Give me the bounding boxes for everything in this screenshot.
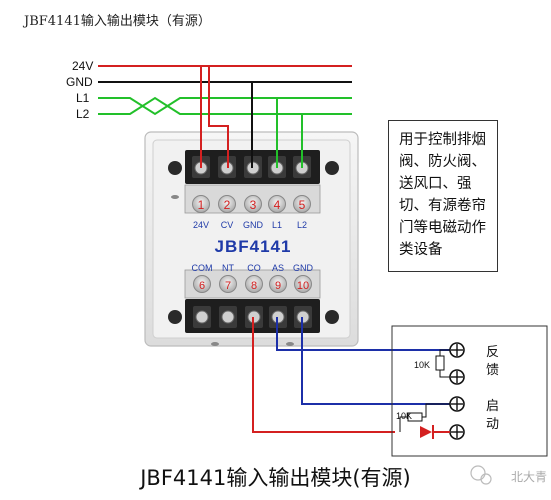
top-terminal-label: 24V (193, 220, 209, 230)
start-label: 启动 (486, 399, 499, 432)
wire-label-l2: L2 (76, 107, 90, 121)
top-terminal-label: L2 (297, 220, 307, 230)
top-terminal-number: 4 (274, 198, 281, 212)
resistor2-label: 10K (396, 411, 412, 421)
diode-icon (420, 425, 450, 439)
field-device-box: 10K 10K 反馈 启动 (391, 325, 548, 457)
watermark-logo-icon (470, 465, 492, 485)
bus-wires (98, 65, 352, 116)
bottom-terminal-number: 6 (199, 280, 205, 292)
module-model: JBF4141 (215, 237, 292, 256)
bottom-terminal-label: COM (192, 263, 213, 273)
bottom-terminal-number: 7 (225, 280, 231, 292)
bottom-terminal-label: GND (293, 263, 314, 273)
bottom-screws: COM 6 NT 7 CO 8 AS 9 GND 10 (192, 263, 314, 328)
bottom-terminal-7: NT 7 (219, 263, 237, 328)
output-wiring (252, 317, 455, 433)
top-terminal-number: 2 (224, 198, 231, 212)
bottom-terminal-number: 9 (275, 280, 281, 292)
drop-wires (200, 66, 303, 168)
top-title: JBF4141输入输出模块（有源） (24, 14, 211, 29)
top-terminal-label: GND (243, 220, 264, 230)
top-terminal-number: 5 (299, 198, 306, 212)
watermark-text: 北大青 (510, 470, 547, 484)
note-box: 用于控制排烟阀、防火阀、送风口、强切、有源卷帘门等电磁动作类设备 (388, 120, 498, 272)
wire-label-l1: L1 (76, 91, 90, 105)
resistor1-label: 10K (414, 360, 430, 370)
bottom-terminal-6: COM 6 (192, 263, 213, 328)
bottom-terminal-label: CO (247, 263, 261, 273)
bottom-terminal-label: AS (272, 263, 284, 273)
bottom-terminal-10: GND 10 (293, 263, 314, 328)
bottom-terminal-number: 10 (297, 280, 309, 292)
top-terminal-number: 1 (198, 198, 205, 212)
wire-label-24v: 24V (72, 59, 93, 73)
bottom-terminal-number: 8 (251, 280, 257, 292)
feedback-label: 反馈 (486, 345, 499, 378)
top-terminal-number: 3 (250, 198, 257, 212)
bottom-terminal-label: NT (222, 263, 234, 273)
wire-label-gnd: GND (66, 75, 93, 89)
bottom-caption: JBF4141输入输出模块(有源) (140, 466, 411, 490)
top-terminal-label: CV (221, 220, 234, 230)
top-terminal-label: L1 (272, 220, 282, 230)
